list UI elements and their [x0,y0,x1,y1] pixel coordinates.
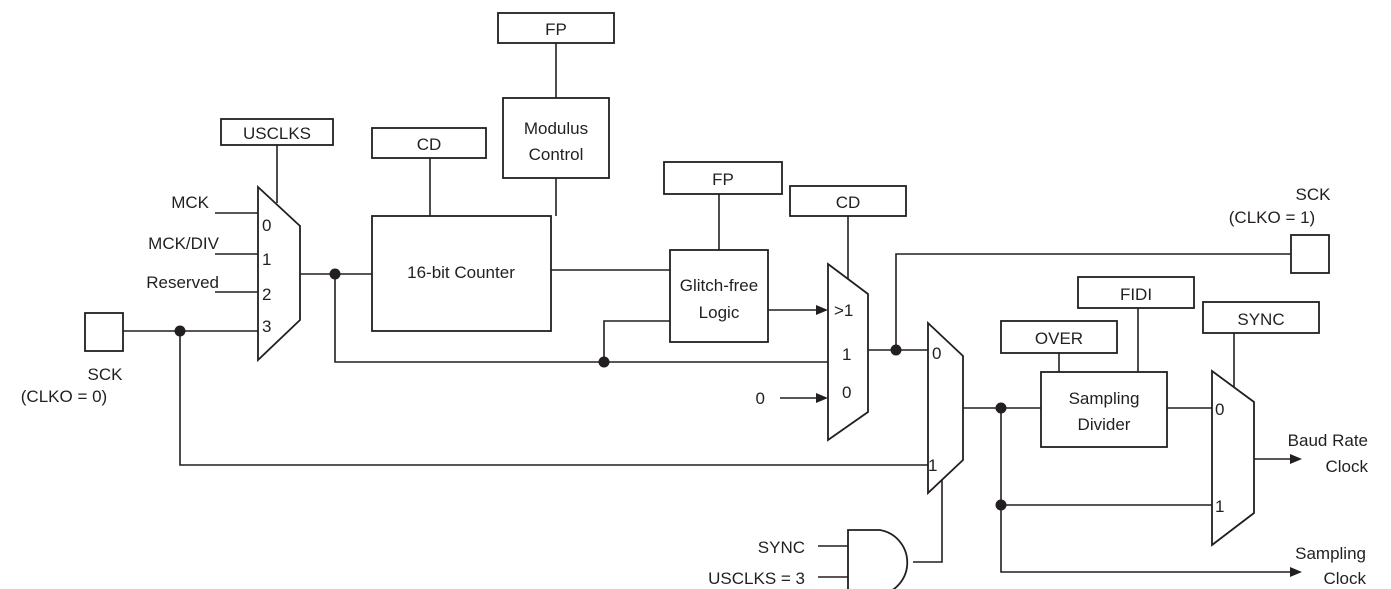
arrowhead [1290,567,1302,577]
fidi-register: FIDI [1077,276,1195,309]
junction-dot [995,402,1007,414]
mux-input-label: 3 [262,317,271,336]
sck-input-condition: (CLKO = 0) [21,387,107,406]
and-gate [847,529,909,589]
cd-mux: >1 1 0 [827,262,869,442]
sync-gate-label: SYNC [758,538,805,557]
mck-div-label: MCK/DIV [148,234,220,253]
mux-input-label: 1 [1215,497,1224,516]
junction-dot [598,356,610,368]
glitch-label-line1: Glitch-free [680,276,758,295]
mux-input-label: 1 [842,345,851,364]
cd-mux-register: CD [789,185,907,217]
mck-label: MCK [171,193,209,212]
fp-register-label: FP [545,20,567,39]
usclks-register-label: USCLKS [243,124,311,143]
modulus-control-block: Modulus Control [502,97,610,179]
output-labels: Baud Rate Clock Sampling Clock [1288,431,1369,588]
mux-input-label: 0 [262,216,271,235]
over-register-label: OVER [1035,329,1083,348]
cd-register-label: CD [836,193,861,212]
counter-block: 16-bit Counter [371,215,552,332]
fp-glitch-register: FP [663,161,783,195]
reserved-label: Reserved [146,273,219,292]
mux-input-label: 2 [262,285,271,304]
junction-dot [995,499,1007,511]
sck-input-name: SCK [88,365,124,384]
glitch-free-logic-block: Glitch-free Logic [669,249,769,343]
junction-dot [890,344,902,356]
sync-register-label: SYNC [1237,310,1284,329]
arrowhead [816,393,828,403]
modulus-label-line1: Modulus [524,119,588,138]
sck-output-condition: (CLKO = 1) [1229,208,1315,227]
mux-input-label: 0 [932,344,941,363]
sync-mux: 0 1 [1211,369,1255,547]
sampling-divider-block: Sampling Divider [1040,371,1168,448]
sampling-clock-label-line2: Clock [1323,569,1366,588]
modulus-label-line2: Control [529,145,584,164]
sync-register: SYNC [1202,301,1320,334]
arrowhead [1290,454,1302,464]
mux-input-label: 1 [262,250,271,269]
usclks-gate-label: USCLKS = 3 [708,569,805,588]
zero-input-label: 0 [756,389,765,408]
input-labels: MCK MCK/DIV Reserved SCK (CLKO = 0) SCK … [21,185,1331,588]
mux-input-label: 0 [842,383,851,402]
sck-output-name: SCK [1296,185,1332,204]
glitch-label-line2: Logic [699,303,740,322]
sck-input-pin [84,312,124,352]
junction-dot [174,325,186,337]
sampling-clock-label-line1: Sampling [1295,544,1366,563]
junction-dot [329,268,341,280]
fp-top-register: FP [497,12,615,44]
arrowheads [816,305,1302,577]
arrowhead [816,305,828,315]
mux-input-label: 0 [1215,400,1224,419]
fp-register-label: FP [712,170,734,189]
wires [123,43,1291,578]
cd-counter-register: CD [371,127,487,159]
usclks-mux: 0 1 2 3 [257,184,301,363]
mux-input-label: 1 [928,456,937,475]
mux-input-label: >1 [834,301,853,320]
baud-rate-clock-label-line1: Baud Rate [1288,431,1368,450]
sck-output-pin [1290,234,1330,274]
sampling-divider-label-line2: Divider [1078,415,1131,434]
clock-select-mux: 0 1 [927,320,964,496]
usclks-register: USCLKS [220,118,334,146]
sampling-divider-label-line1: Sampling [1069,389,1140,408]
junction-dots [174,268,1007,511]
over-register: OVER [1000,320,1118,354]
fidi-register-label: FIDI [1120,285,1152,304]
counter-label: 16-bit Counter [407,263,515,282]
cd-register-label: CD [417,135,442,154]
baud-rate-clock-label-line2: Clock [1325,457,1368,476]
